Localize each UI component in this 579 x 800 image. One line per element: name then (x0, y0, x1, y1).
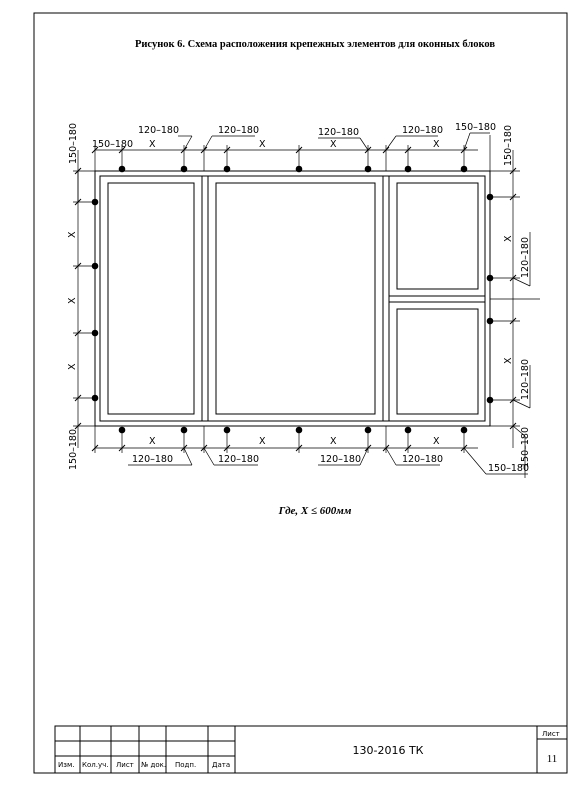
dim-label: X (67, 297, 78, 304)
dim-label: 150–180 (503, 125, 514, 166)
dim-label: X (149, 436, 156, 447)
document-code: 130-2016 ТК (353, 744, 424, 757)
dim-label: 150–180 (455, 122, 496, 133)
fastener-point (460, 426, 468, 434)
tb-col-list: Лист (116, 761, 134, 769)
dim-label: X (259, 436, 266, 447)
dim-label: X (259, 139, 266, 150)
tb-col-podp: Подп. (175, 761, 196, 769)
dim-label: 120–180 (218, 454, 259, 465)
fastener-point (295, 165, 303, 173)
fastener-point (460, 165, 468, 173)
dim-label: X (149, 139, 156, 150)
dim-label: 120–180 (520, 237, 531, 278)
fastener-point (404, 426, 412, 434)
tb-col-izm: Изм. (58, 761, 74, 769)
title-block (54, 725, 568, 774)
dim-label: X (433, 436, 440, 447)
fastener-points (91, 165, 494, 434)
dimension-labels: 150–180 120–180 120–180 120–180 120–180 … (67, 122, 531, 474)
figure-note: Где, X ≤ 600мм (278, 505, 352, 517)
sash-right-bottom (396, 308, 479, 415)
dim-label: 150–180 (92, 139, 133, 150)
fastener-point (91, 262, 99, 270)
dim-label: 120–180 (138, 125, 179, 136)
dim-label: X (67, 363, 78, 370)
tb-col-kolvo: Кол.уч. (82, 761, 108, 769)
fastener-point (91, 394, 99, 402)
dim-label: 150–180 (520, 427, 531, 468)
fastener-point (364, 426, 372, 434)
dim-label: 120–180 (132, 454, 173, 465)
fastener-point (486, 317, 494, 325)
dim-label: 150–180 (68, 123, 79, 164)
fastener-point (118, 165, 126, 173)
sheet-label: Лист (542, 730, 560, 738)
dim-label: X (67, 231, 78, 238)
fastener-point (118, 426, 126, 434)
dim-label: 150–180 (68, 429, 79, 470)
dim-label: 120–180 (402, 454, 443, 465)
dim-label: X (433, 139, 440, 150)
dim-label: X (503, 235, 514, 242)
dim-label: 120–180 (320, 454, 361, 465)
dim-label: 120–180 (402, 125, 443, 136)
tb-col-ndok: № док. (141, 761, 166, 769)
dim-label: 120–180 (318, 127, 359, 138)
fastener-point (404, 165, 412, 173)
dimension-lines (73, 132, 540, 478)
sash-right-top (396, 182, 479, 290)
tb-col-data: Дата (212, 761, 230, 769)
sash-left (107, 182, 195, 415)
fastener-point (486, 396, 494, 404)
fastener-point (180, 165, 188, 173)
window-block (94, 170, 491, 427)
dim-label: X (503, 357, 514, 364)
fastener-point (295, 426, 303, 434)
fastener-point (223, 165, 231, 173)
fastener-point (223, 426, 231, 434)
dim-label: 120–180 (520, 359, 531, 400)
figure-title: Рисунок 6. Схема расположения крепежных … (134, 39, 496, 50)
fastener-point (486, 274, 494, 282)
fastener-point (91, 329, 99, 337)
dim-label: X (330, 436, 337, 447)
fastener-point (486, 193, 494, 201)
fastener-point (91, 198, 99, 206)
dimension-ticks (74, 146, 517, 452)
fastener-point (364, 165, 372, 173)
dim-label: 150–180 (488, 463, 529, 474)
sheet-number: 11 (547, 753, 558, 765)
fastener-point (180, 426, 188, 434)
title-block-text: Изм. Кол.уч. Лист № док. Подп. Дата 130-… (58, 730, 560, 769)
dim-label: X (330, 139, 337, 150)
sash-middle (215, 182, 376, 415)
dim-label: 120–180 (218, 125, 259, 136)
